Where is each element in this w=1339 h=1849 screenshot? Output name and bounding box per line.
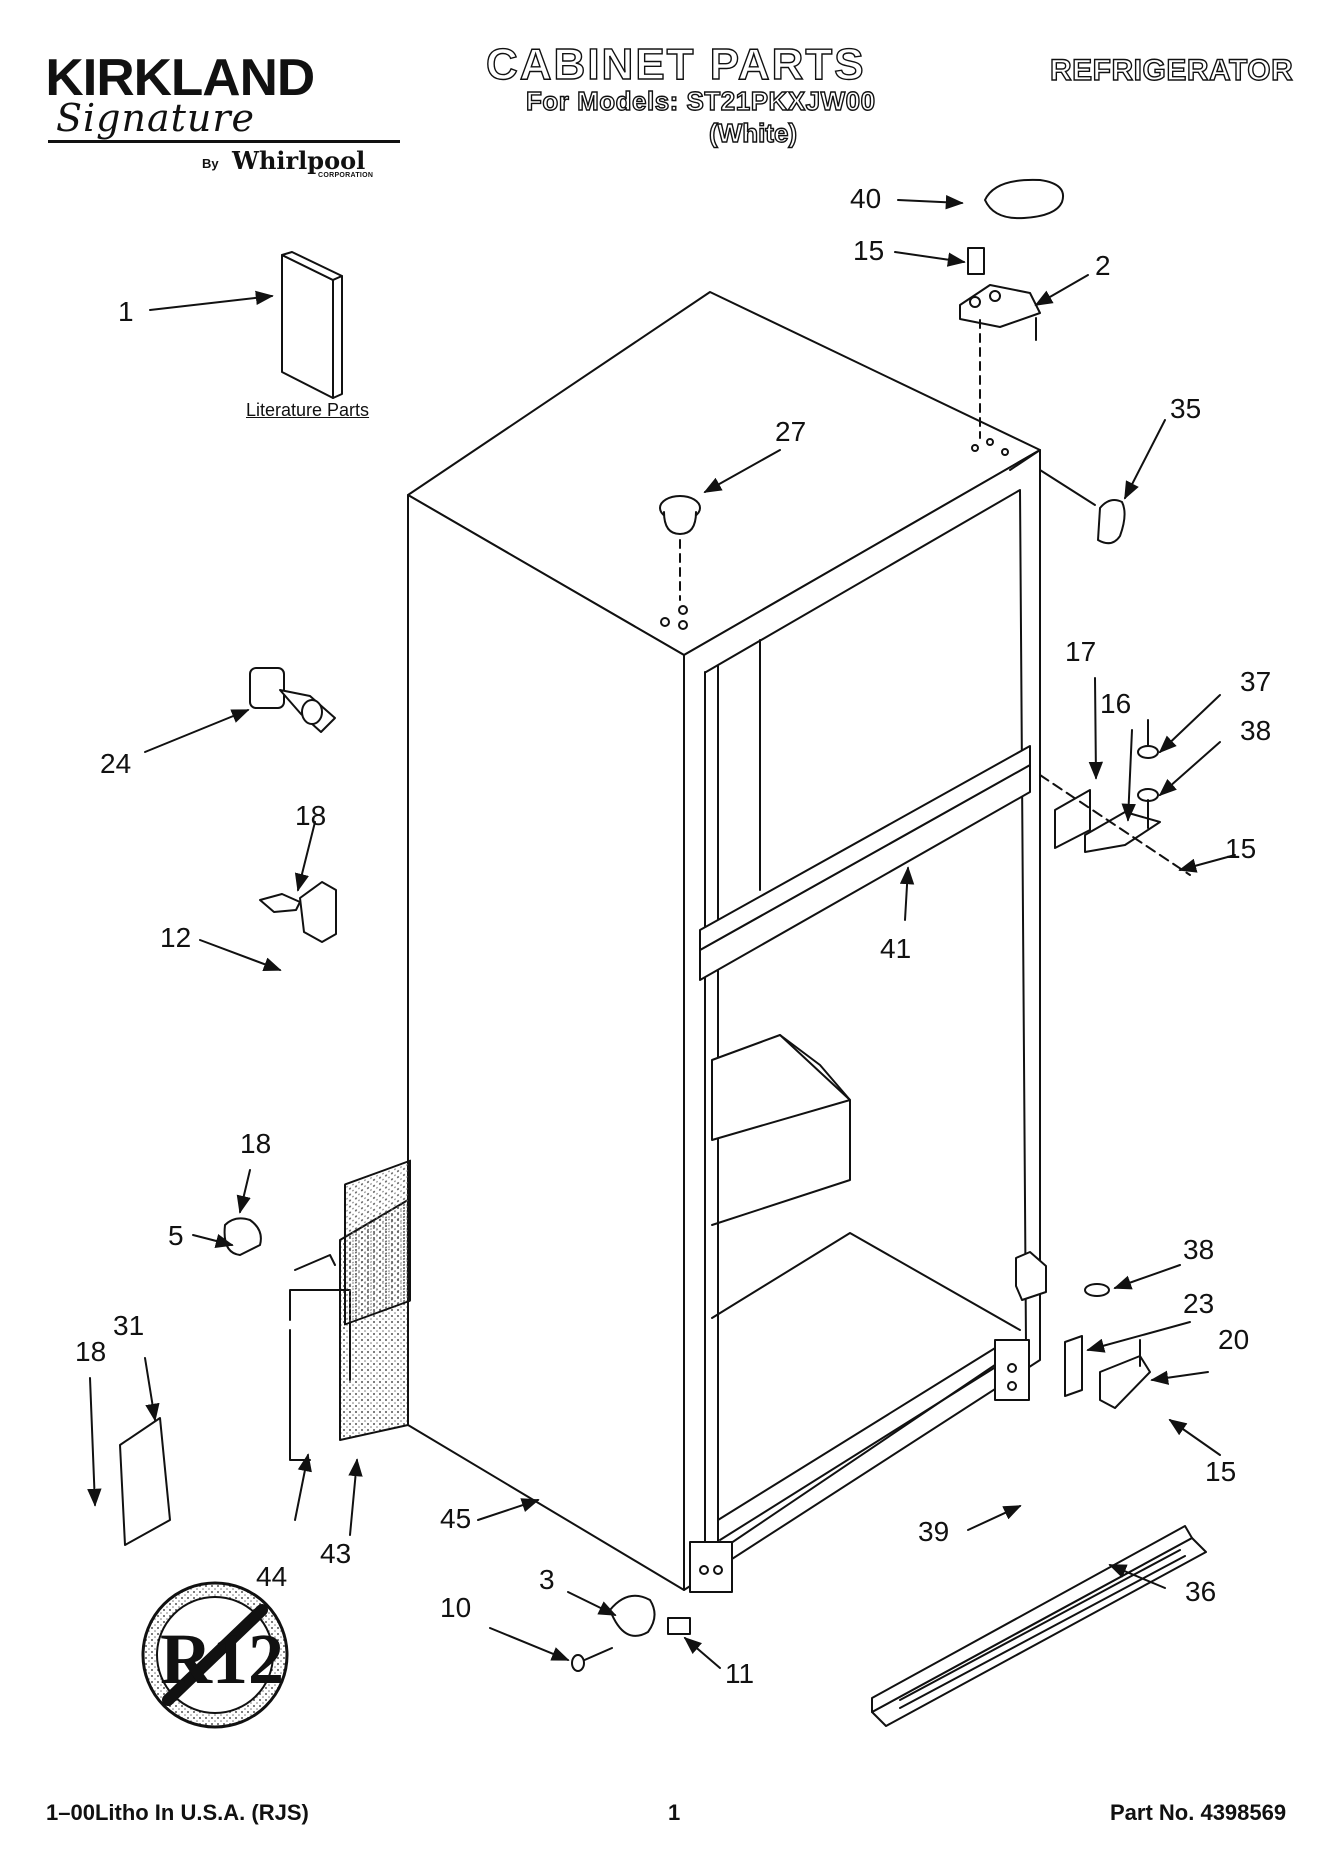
callout-37: 37 [1240,666,1272,697]
callout-20: 20 [1218,1324,1250,1355]
footer-printing-note: 1–00Litho In U.S.A. (RJS) [46,1800,309,1825]
cabinet-body [339,291,1041,1593]
base-grille-36 [871,1525,1207,1727]
literature-parts-label: Literature Parts [246,400,370,420]
r12-badge-text: R12 [160,1619,284,1699]
bracket-12 [259,881,337,943]
callout-1: 1 [118,296,134,327]
leader-arrows [87,195,1236,1669]
hinge-cover-35 [1097,499,1126,545]
color-line: (White) [708,117,798,148]
callout-15-bottom: 15 [1205,1456,1237,1487]
callout-15-top: 15 [853,235,885,266]
callout-38-lower: 38 [1183,1234,1215,1265]
callout-39: 39 [918,1516,950,1547]
maker-subtitle: CORPORATION [318,172,374,179]
callout-27: 27 [775,416,807,447]
callout-45: 45 [440,1503,472,1534]
callout-23: 23 [1183,1288,1215,1319]
callout-40: 40 [850,183,882,214]
product-type: REFRIGERATOR [1049,53,1294,87]
callout-43: 43 [320,1538,352,1569]
callout-36: 36 [1185,1576,1217,1607]
footer-page-number: 1 [668,1800,681,1825]
plug-button [659,495,701,601]
brand-divider [48,140,400,143]
middle-hinge-assembly [1039,719,1191,876]
top-hinge-assembly [959,178,1064,439]
callout-24: 24 [100,748,132,779]
bottom-hinge-assembly [1064,1283,1151,1409]
callout-35: 35 [1170,393,1202,424]
callout-18-lower: 18 [75,1336,107,1367]
callout-31: 31 [113,1310,145,1341]
brand-logo-kirkland: KIRKLAND [45,49,315,107]
callout-12: 12 [160,922,192,953]
callout-10: 10 [440,1592,472,1623]
callout-2: 2 [1095,250,1111,281]
callout-5: 5 [168,1220,184,1251]
callout-17: 17 [1065,636,1097,667]
callout-11: 11 [725,1658,755,1689]
no-r12-badge [141,1581,289,1729]
callout-38-upper: 38 [1240,715,1272,746]
callout-18-middle: 18 [240,1128,272,1159]
literature-booklet [281,251,343,399]
brand-logo-signature: Signature [56,96,256,140]
callout-41: 41 [880,933,912,964]
callout-3: 3 [539,1564,555,1595]
callout-16: 16 [1100,688,1132,719]
by-label: By [202,156,219,171]
page-title: CABINET PARTS [485,39,866,89]
clip-39 [1015,1251,1047,1301]
models-line: For Models: ST21PKXJW00 [525,85,876,116]
left-bracket-parts [119,1159,411,1546]
callout-44: 44 [256,1561,288,1592]
hinge-cover-leader [1039,469,1096,506]
maker-logo: Whirlpool [232,146,366,175]
footer-part-number: Part No. 4398569 [1110,1800,1287,1825]
bottom-screw-parts [571,1594,691,1672]
callout-15-middle: 15 [1225,833,1257,864]
callout-18-upper: 18 [295,800,327,831]
door-stop-24 [249,667,336,733]
